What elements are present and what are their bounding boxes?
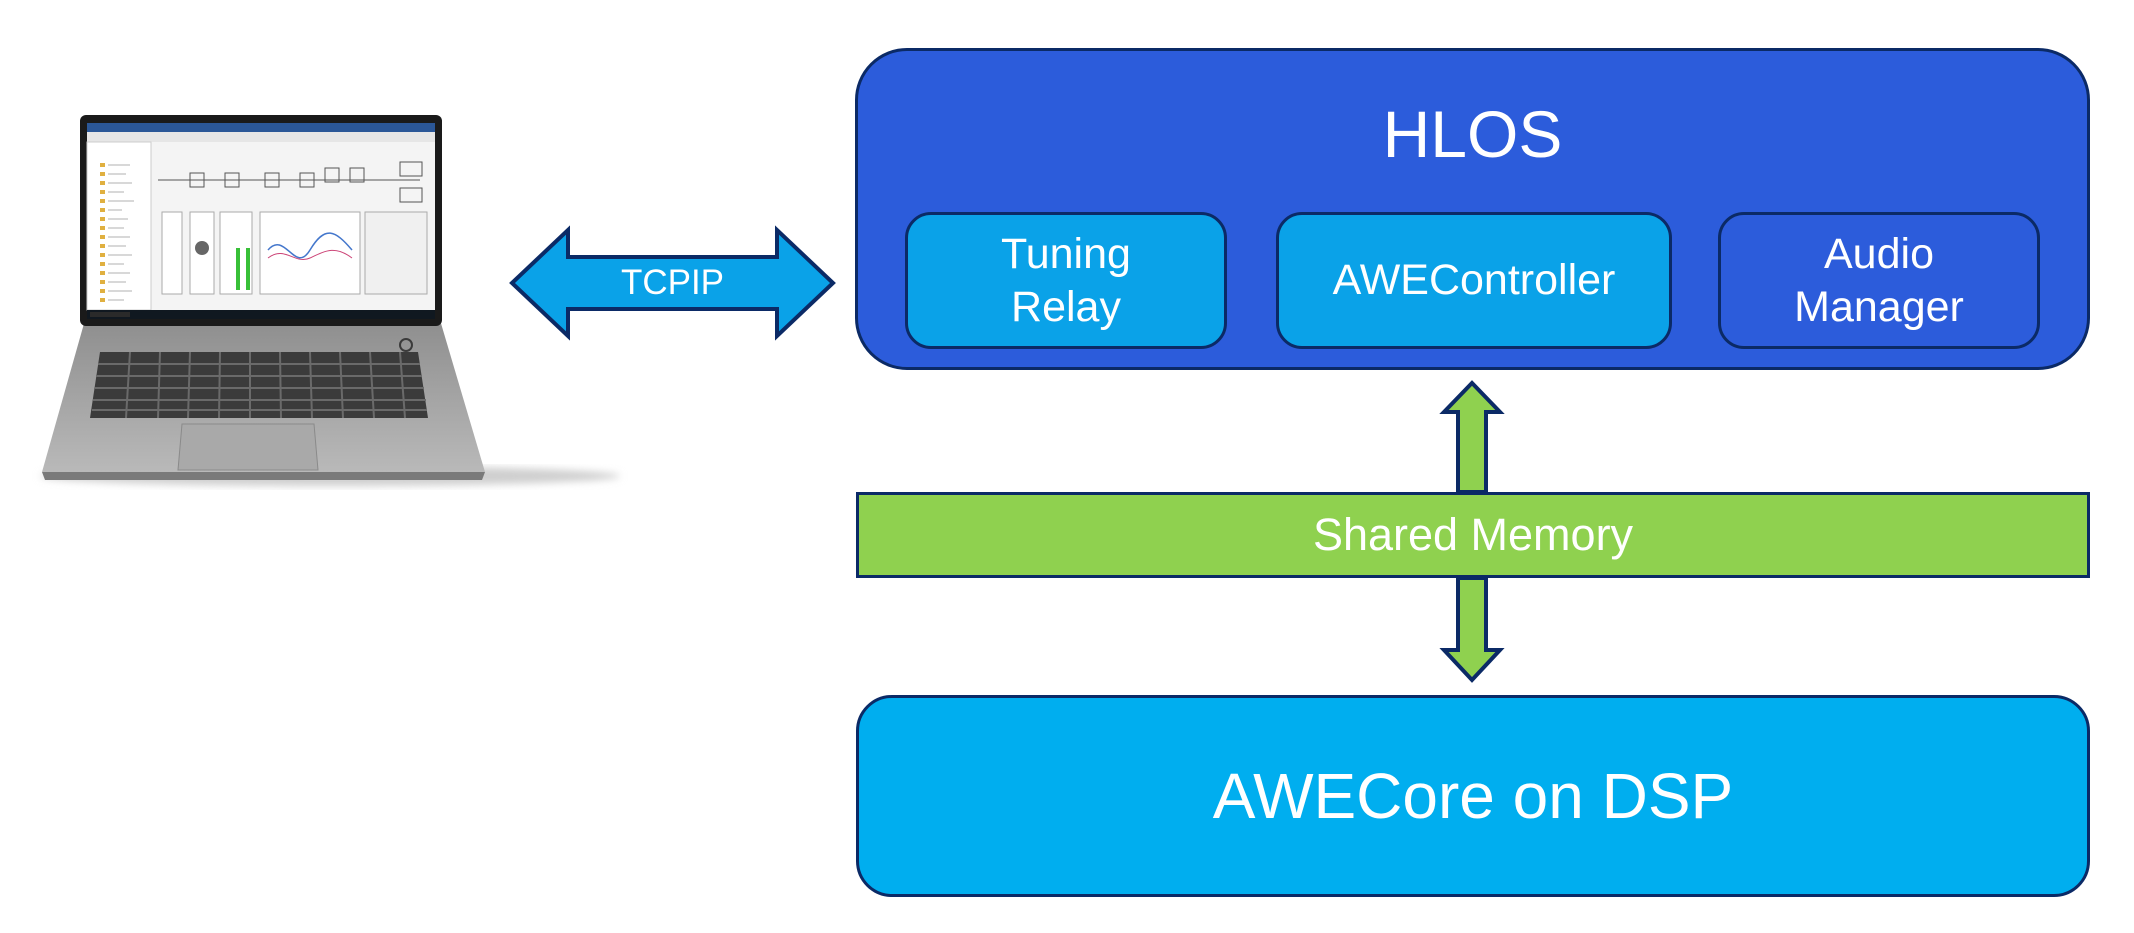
hlos-shared-memory-arrow xyxy=(1439,380,1505,494)
laptop-icon xyxy=(40,115,620,486)
tcpip-double-arrow xyxy=(509,225,836,341)
shared-memory-awecore-arrow xyxy=(1439,576,1505,683)
shared-memory-box: Shared Memory xyxy=(856,492,2090,578)
tcpip-label: TCPIP xyxy=(620,263,725,302)
tuning-relay-box: Tuning Relay xyxy=(905,212,1227,349)
hlos-title: HLOS xyxy=(1382,97,1563,171)
awecore-box: AWECore on DSP xyxy=(856,695,2090,897)
audio-manager-box: Audio Manager xyxy=(1718,212,2040,349)
awecontroller-box: AWEController xyxy=(1276,212,1672,349)
